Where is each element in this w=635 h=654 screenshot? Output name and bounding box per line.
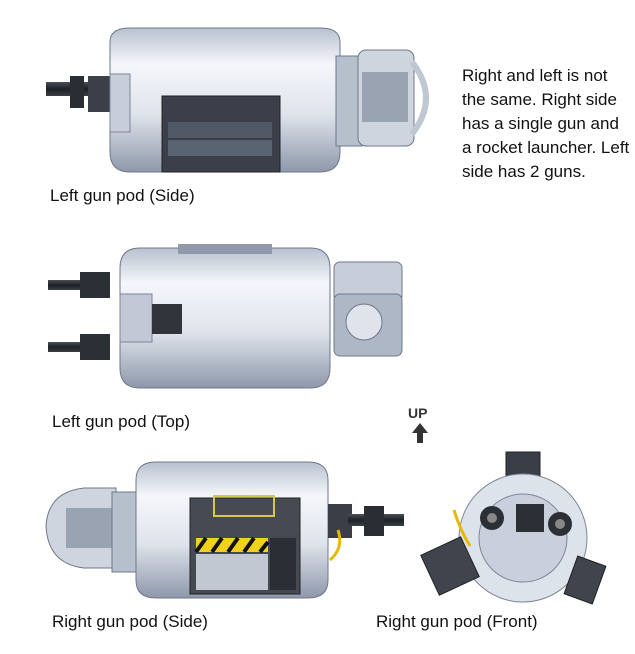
right-gun-pod-front-drawing (420, 451, 607, 605)
explanatory-note: Right and left is not the same. Right si… (462, 66, 630, 181)
left-gun-pod-side-label: Left gun pod (Side) (50, 186, 195, 205)
left-gun-pod-top-label: Left gun pod (Top) (52, 412, 190, 431)
left-gun-pod-side-drawing (46, 27, 429, 173)
right-gun-pod-side-label: Right gun pod (Side) (52, 612, 208, 631)
up-indicator: UP (408, 405, 432, 445)
left-gun-pod-top-figure (40, 238, 420, 396)
right-gun-pod-side-drawing (45, 461, 404, 599)
left-gun-pod-side-figure (40, 22, 460, 180)
right-gun-pod-front-label: Right gun pod (Front) (376, 612, 538, 631)
up-arrow-icon (412, 423, 428, 443)
up-label: UP (408, 405, 428, 421)
right-gun-pod-front-figure (420, 450, 620, 615)
left-gun-pod-top-drawing (48, 244, 403, 389)
right-gun-pod-side-figure (38, 456, 418, 606)
